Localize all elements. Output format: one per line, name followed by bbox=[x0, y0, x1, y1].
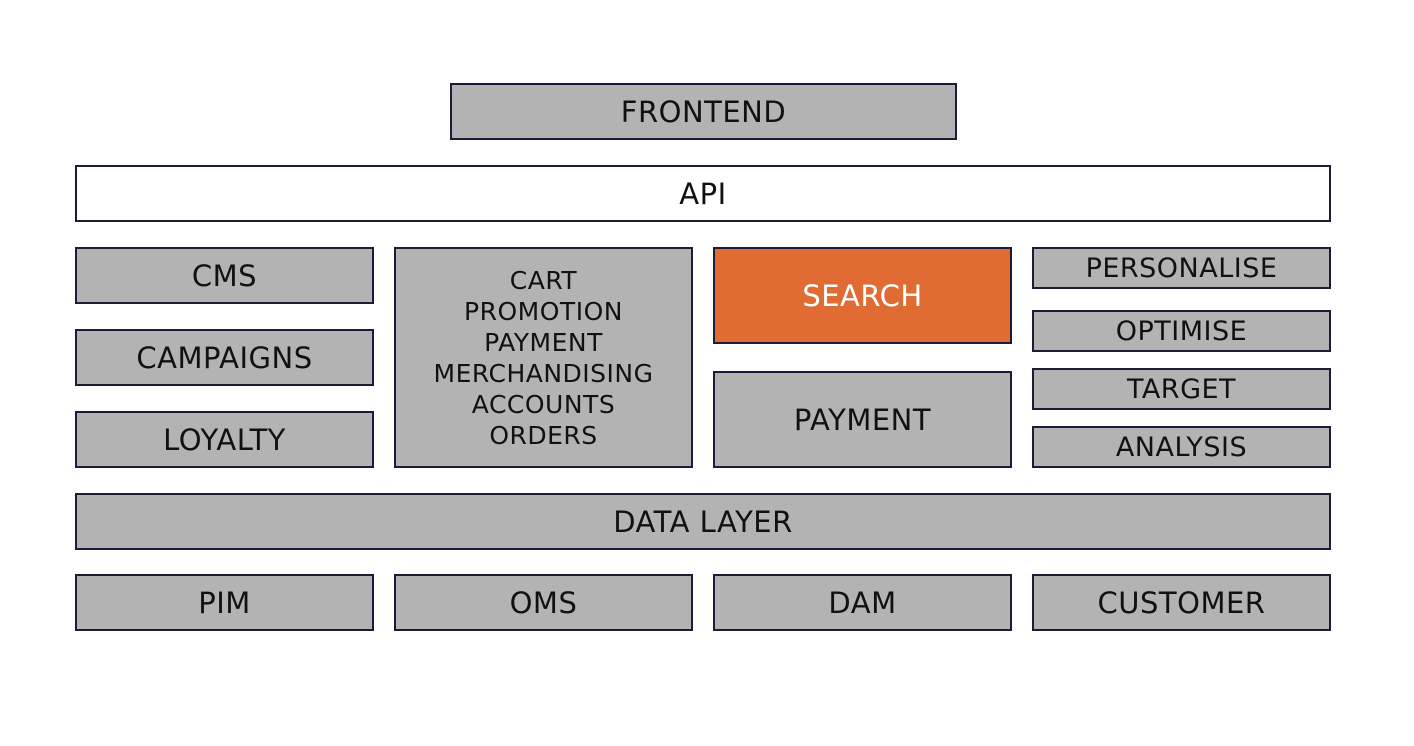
optimise-box: OPTIMISE bbox=[1032, 310, 1331, 352]
payment-label: PAYMENT bbox=[793, 402, 932, 437]
analysis-box: ANALYSIS bbox=[1032, 426, 1331, 468]
commerce-box: CART PROMOTION PAYMENT MERCHANDISING ACC… bbox=[394, 247, 693, 468]
oms-label: OMS bbox=[509, 585, 578, 620]
campaigns-box: CAMPAIGNS bbox=[75, 329, 374, 386]
search-label: SEARCH bbox=[802, 278, 923, 313]
campaigns-label: CAMPAIGNS bbox=[136, 340, 313, 375]
analysis-label: ANALYSIS bbox=[1115, 431, 1248, 463]
dam-label: DAM bbox=[828, 585, 897, 620]
customer-label: CUSTOMER bbox=[1097, 585, 1266, 620]
commerce-item-payment: PAYMENT bbox=[484, 327, 603, 357]
customer-box: CUSTOMER bbox=[1032, 574, 1331, 631]
payment-box: PAYMENT bbox=[713, 371, 1012, 468]
loyalty-label: LOYALTY bbox=[163, 422, 286, 457]
personalise-label: PERSONALISE bbox=[1085, 252, 1278, 284]
commerce-item-promotion: PROMOTION bbox=[464, 296, 623, 326]
search-box: SEARCH bbox=[713, 247, 1012, 344]
cms-box: CMS bbox=[75, 247, 374, 304]
frontend-label: FRONTEND bbox=[620, 94, 787, 129]
commerce-item-merchandising: MERCHANDISING bbox=[433, 358, 654, 388]
data-layer-label: DATA LAYER bbox=[613, 504, 793, 539]
commerce-item-orders: ORDERS bbox=[489, 420, 598, 450]
target-label: TARGET bbox=[1126, 373, 1237, 405]
loyalty-box: LOYALTY bbox=[75, 411, 374, 468]
commerce-item-accounts: ACCOUNTS bbox=[471, 389, 616, 419]
api-box: API bbox=[75, 165, 1331, 222]
data-layer-box: DATA LAYER bbox=[75, 493, 1331, 550]
dam-box: DAM bbox=[713, 574, 1012, 631]
frontend-box: FRONTEND bbox=[450, 83, 957, 140]
cms-label: CMS bbox=[191, 258, 258, 293]
oms-box: OMS bbox=[394, 574, 693, 631]
api-label: API bbox=[679, 176, 727, 211]
pim-box: PIM bbox=[75, 574, 374, 631]
target-box: TARGET bbox=[1032, 368, 1331, 410]
pim-label: PIM bbox=[198, 585, 251, 620]
optimise-label: OPTIMISE bbox=[1115, 315, 1248, 347]
personalise-box: PERSONALISE bbox=[1032, 247, 1331, 289]
commerce-item-cart: CART bbox=[509, 265, 578, 295]
